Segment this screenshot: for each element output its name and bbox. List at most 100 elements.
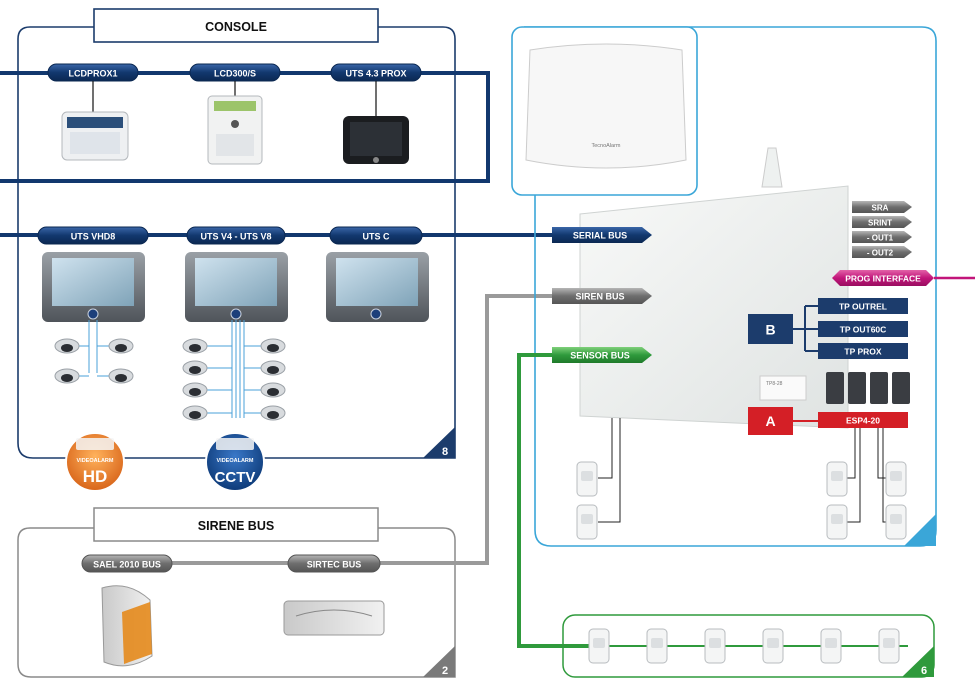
esp4-20-box: [818, 412, 908, 428]
keypad-lcdprox1: LCDPROX1: [47, 63, 139, 161]
transceiver-brand: TecnoAlarm: [591, 143, 620, 149]
sirene-title-box: [93, 507, 379, 542]
tp-out60c-label: TP OUT60C: [840, 325, 887, 335]
sirene-title: SIRENE BUS: [198, 519, 274, 533]
central-corner-badge: [904, 514, 936, 546]
keypad-label: LCD300/S: [214, 69, 256, 79]
console-badge-number: 8: [442, 446, 448, 458]
serial-bus-tag: [552, 227, 652, 243]
prog-interface-label: PROG INTERFACE: [845, 274, 921, 284]
console-corner-badge: [423, 427, 455, 458]
group-b-letter-box: [748, 314, 793, 344]
output-out2: [852, 246, 912, 258]
siren-bus-label: SIREN BUS: [575, 292, 624, 302]
monitor-label: UTS C: [363, 232, 391, 242]
cctv-logo-main: CCTV: [215, 469, 256, 486]
group-a-letter: A: [765, 413, 775, 429]
console-frame: [17, 26, 456, 459]
monitor-utsc: UTS C: [326, 226, 429, 322]
output-out2-label: - OUT2: [867, 249, 894, 258]
dome-camera-icon: [54, 338, 80, 354]
group-b-letter: B: [765, 322, 775, 338]
camera-group: [54, 338, 286, 421]
camera-wiring: [72, 320, 272, 418]
hd-logo-top: VIDEOALARM: [77, 458, 114, 464]
dome-camera-icon: [182, 338, 208, 354]
motion-sensor-icon: [878, 628, 900, 664]
output-sra: [852, 201, 912, 213]
esp4-20-label: ESP4-20: [846, 416, 880, 426]
motion-sensor-icon: [762, 628, 784, 664]
dome-camera-icon: [182, 382, 208, 398]
central-sensors: [576, 461, 907, 540]
sensor-bus-label: SENSOR BUS: [570, 351, 630, 361]
keypad-label: UTS 4.3 PROX: [345, 69, 406, 79]
transceiver-device: [525, 43, 687, 169]
keypad-uts43prox: UTS 4.3 PROX: [330, 63, 422, 164]
sensor-group-corner-badge: [902, 646, 934, 677]
motion-sensor-icon: [576, 461, 598, 497]
console-title-box: [93, 8, 379, 43]
motion-sensor-icon: [576, 504, 598, 540]
tp-prox-box: [818, 343, 908, 359]
videoalarm-cctv-logo: VIDEOALARM CCTV: [205, 432, 265, 492]
videoalarm-hd-logo: VIDEOALARM HD: [65, 432, 125, 492]
motion-sensor-icon: [704, 628, 726, 664]
motion-sensor-icon: [885, 504, 907, 540]
dome-camera-icon: [182, 360, 208, 376]
siren-bus-tag: [552, 288, 652, 304]
sensor-bus-line: [517, 353, 590, 648]
console-title: CONSOLE: [205, 20, 267, 34]
tp-prox-label: TP PROX: [844, 347, 881, 357]
sensor-bus-tag: [552, 347, 652, 363]
siren-label: SAEL 2010 BUS: [93, 560, 161, 570]
tp-outrel-box: [818, 298, 908, 314]
group-a-letter-box: [748, 407, 793, 435]
motion-sensor-icon: [646, 628, 668, 664]
cctv-logo-top: VIDEOALARM: [217, 458, 254, 464]
tp-out60c-box: [818, 321, 908, 337]
group-b: B TP OUTREL TP OUT60C TP PROX: [748, 298, 908, 359]
monitor-utsv4-v8: UTS V4 - UTS V8: [185, 226, 288, 322]
motion-sensor-icon: [826, 461, 848, 497]
siren-sael2010bus: SAEL 2010 BUS: [81, 554, 173, 667]
dome-camera-icon: [260, 360, 286, 376]
hd-logo-main: HD: [83, 467, 108, 486]
prog-interface-tag: [832, 270, 934, 286]
monitor-utsvhd8: UTS VHD8: [37, 226, 149, 322]
dome-camera-icon: [182, 405, 208, 421]
serial-bus-label: SERIAL BUS: [573, 231, 627, 241]
expansion-modules: [826, 372, 910, 404]
output-srint: [852, 216, 912, 228]
motion-sensor-icon: [588, 628, 610, 664]
sirene-badge-number: 2: [442, 665, 448, 677]
output-signals: SRA SRINT - OUT1 - OUT2: [852, 201, 912, 258]
monitor-label: UTS V4 - UTS V8: [200, 232, 271, 242]
sensor-group-badge-number: 6: [921, 665, 927, 677]
dome-camera-icon: [260, 405, 286, 421]
motion-sensor-icon: [885, 461, 907, 497]
keypad-label: LCDPROX1: [68, 69, 117, 79]
dome-camera-icon: [54, 368, 80, 384]
sirene-frame: [17, 527, 456, 678]
bus-sensors: [588, 628, 900, 664]
output-out1-label: - OUT1: [867, 234, 894, 243]
panel-board-label: TP8-28: [766, 381, 783, 387]
tp-outrel-label: TP OUTREL: [839, 302, 887, 312]
keypad-lcd300s: LCD300/S: [189, 63, 281, 165]
siren-bus-line: [170, 294, 552, 565]
group-a: A ESP4-20: [748, 407, 908, 435]
panel-board: [759, 375, 807, 401]
siren-label: SIRTEC BUS: [307, 560, 362, 570]
dome-camera-icon: [260, 338, 286, 354]
monitor-label: UTS VHD8: [71, 232, 116, 242]
dome-camera-icon: [108, 338, 134, 354]
output-srint-label: SRINT: [868, 219, 892, 228]
motion-sensor-icon: [826, 504, 848, 540]
sirene-corner-badge: [423, 646, 455, 677]
output-sra-label: SRA: [872, 204, 889, 213]
dome-camera-icon: [108, 368, 134, 384]
central-sensor-wiring: [598, 418, 886, 523]
siren-sirtecbus: SIRTEC BUS: [283, 554, 385, 636]
